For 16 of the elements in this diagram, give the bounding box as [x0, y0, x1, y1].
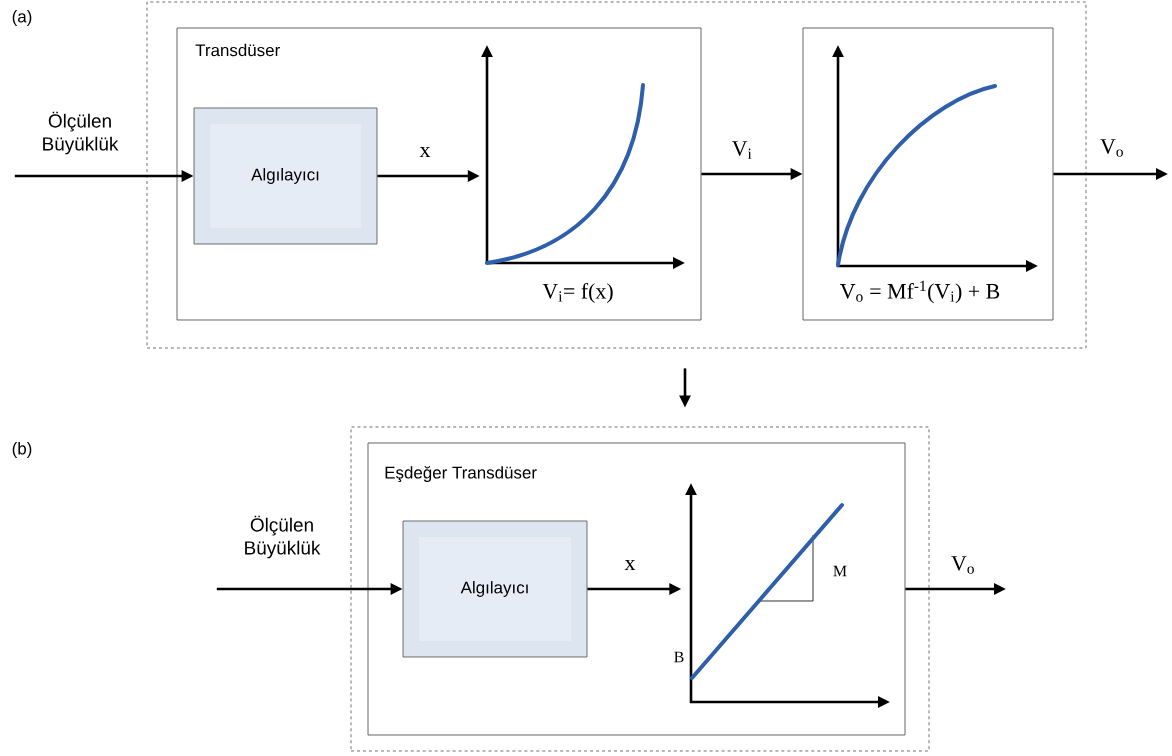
group-frame [146, 1, 1087, 349]
edge-label: V$_{o}$ [950, 555, 976, 575]
panel-label: (a) [12, 10, 32, 26]
input-label: Ölçülen Büyüklük [245, 515, 321, 559]
edge-label: V$_{i}$ [730, 140, 754, 160]
sensor-box: Algılayıcı [402, 520, 588, 658]
input-label: Ölçülen Büyüklük [43, 111, 119, 155]
block-box: V$_{o}$ = Mf$^{-1}$(V$_{i}$) + B [802, 27, 1054, 321]
formula-label: V$_{i}$= f(x) [542, 282, 613, 304]
sensor-box: Algılayıcı [193, 107, 378, 245]
axis-label: M [833, 565, 847, 577]
edge-label: x [623, 558, 637, 571]
panel-label: (b) [12, 442, 32, 458]
group-frame [350, 426, 930, 752]
edge-label: V$_{o}$ [1099, 138, 1125, 158]
edge-label: x [418, 145, 432, 159]
